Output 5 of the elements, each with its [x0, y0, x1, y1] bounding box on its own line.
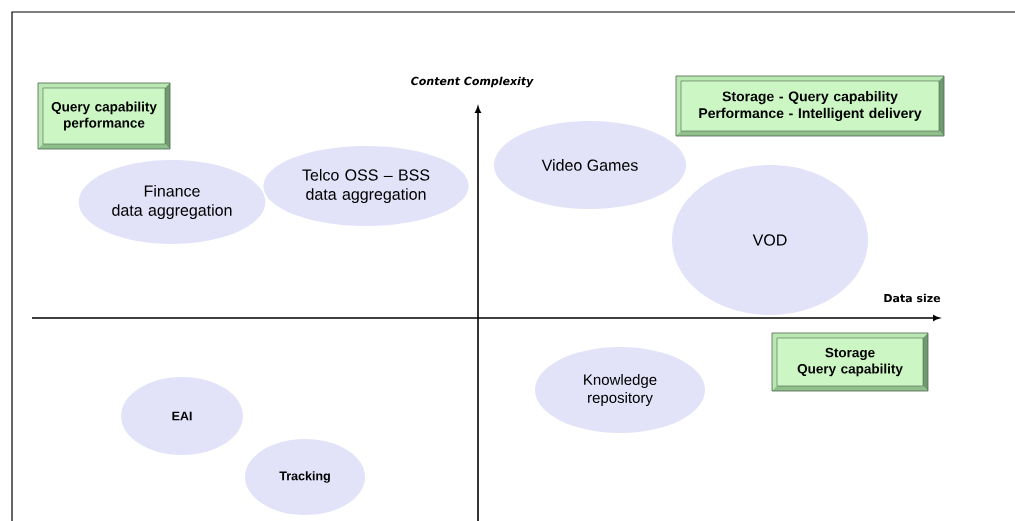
label-box: Storage Query capability — [771, 332, 929, 392]
axis-label: Data size — [884, 293, 941, 303]
axis-label: Content Complexity — [411, 76, 534, 88]
label-box: Storage - Query capability Performance - Intelligent delivery — [675, 75, 945, 137]
label-box: Query capability performance — [37, 82, 171, 150]
